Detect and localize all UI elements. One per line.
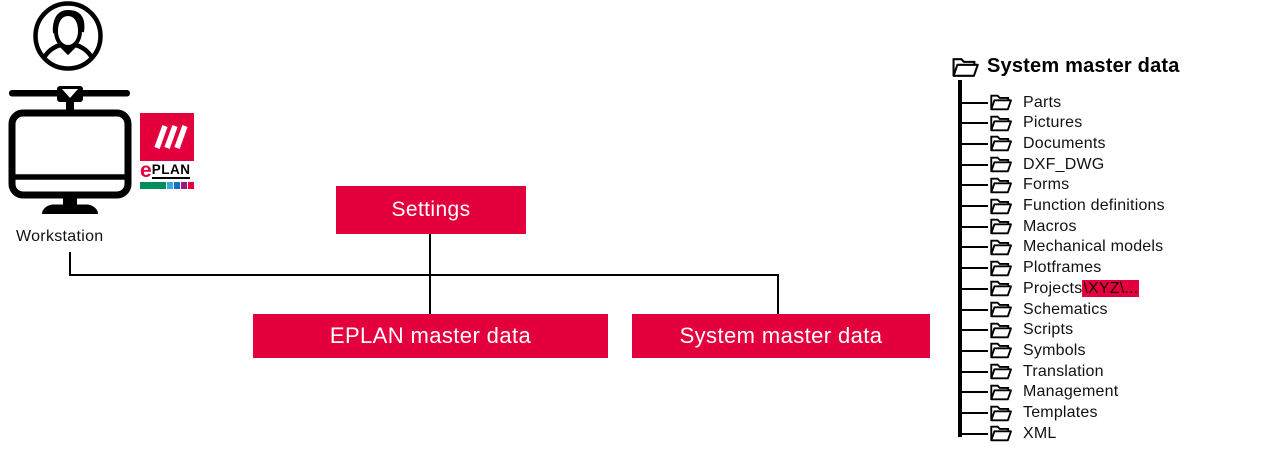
tree-branch-line: [962, 287, 988, 290]
tree-branch-line: [962, 205, 988, 207]
tree-branch-line: [962, 122, 988, 125]
folder-label: Pictures: [1023, 114, 1083, 132]
eplan-color-bar: [140, 182, 196, 189]
eplan-master-data-box: EPLAN master data: [253, 314, 608, 358]
folder-icon: [990, 177, 1012, 193]
eplan-slashes-icon: [154, 125, 188, 149]
tree-title: System master data: [987, 55, 1180, 77]
eplan-wordmark-e: e: [140, 159, 152, 182]
tree-branch-line: [962, 349, 988, 352]
tree-branch-line: [962, 246, 988, 249]
tree-branch-line: [962, 142, 988, 145]
folder-label: Translation: [1023, 362, 1104, 380]
bar-lightblue: [167, 182, 173, 189]
tree-trunk-line: [958, 80, 962, 437]
user-avatar-icon: [33, 1, 103, 71]
folder-label: Management: [1023, 383, 1119, 401]
tree-branch-line: [962, 101, 988, 104]
tree-branch-line: [962, 163, 988, 166]
folder-label: Mechanical models: [1023, 238, 1164, 256]
bar-red: [188, 182, 194, 189]
eplan-logo-square: [140, 113, 194, 161]
folder-icon: [990, 239, 1012, 256]
folder-icon: [990, 322, 1012, 338]
tree-branch-line: [962, 267, 988, 270]
bar-purple: [181, 182, 187, 189]
folder-icon: [990, 363, 1012, 380]
workstation-label: Workstation: [16, 228, 104, 245]
system-master-data-box: System master data: [632, 314, 930, 358]
folder-label: Scripts: [1023, 321, 1074, 339]
folder-icon: [990, 384, 1012, 400]
folder-label: Forms: [1023, 176, 1070, 194]
folder-label: XML: [1023, 424, 1057, 442]
folder-label: Plotframes: [1023, 259, 1102, 277]
bar-green: [140, 182, 166, 189]
folder-icon: [990, 218, 1012, 235]
folder-icon: [990, 425, 1012, 442]
folder-icon: [990, 281, 1012, 297]
tree-branch-line: [962, 308, 988, 311]
bar-blue: [174, 182, 180, 189]
folder-label: Function definitions: [1023, 197, 1165, 214]
folder-icon: [990, 94, 1012, 111]
folder-label: Macros: [1023, 217, 1077, 235]
folder-label: Documents: [1023, 134, 1106, 152]
tree-branch-line: [962, 184, 988, 187]
folder-icon: [990, 156, 1012, 173]
tree-branch-line: [962, 370, 988, 373]
tree-branch-line: [962, 391, 988, 394]
open-folder-icon: [952, 58, 979, 77]
settings-box: Settings: [336, 186, 526, 234]
folder-icon: [990, 136, 1012, 152]
folder-label: DXF_DWG: [1023, 155, 1105, 173]
folder-label: Templates: [1023, 404, 1098, 421]
folder-icon: [990, 405, 1012, 421]
connector-horizontal: [69, 274, 779, 276]
connector-settings-vertical: [429, 234, 431, 314]
folder-label: Schematics: [1023, 300, 1108, 318]
tree-branch-line: [962, 412, 988, 414]
folder-icon: [990, 301, 1012, 318]
connector-workstation-vertical: [69, 252, 71, 276]
tree-branch-line: [962, 432, 988, 435]
folder-label: Parts: [1023, 93, 1062, 111]
folder-icon: [990, 343, 1012, 359]
tree-branch-line: [962, 329, 988, 332]
connector-system-vertical: [777, 276, 779, 314]
folder-icon: [990, 260, 1012, 276]
projects-path-highlight: \XYZ\...: [1082, 279, 1140, 297]
workstation-monitor-icon: [8, 86, 132, 214]
folder-icon: [990, 198, 1012, 214]
tree-branch-line: [962, 225, 988, 228]
folder-label: Symbols: [1023, 341, 1086, 359]
folder-label: Projects\XYZ\...: [1023, 279, 1140, 297]
eplan-wordmark-plan: PLAN: [151, 162, 191, 179]
folder-icon: [990, 115, 1012, 131]
